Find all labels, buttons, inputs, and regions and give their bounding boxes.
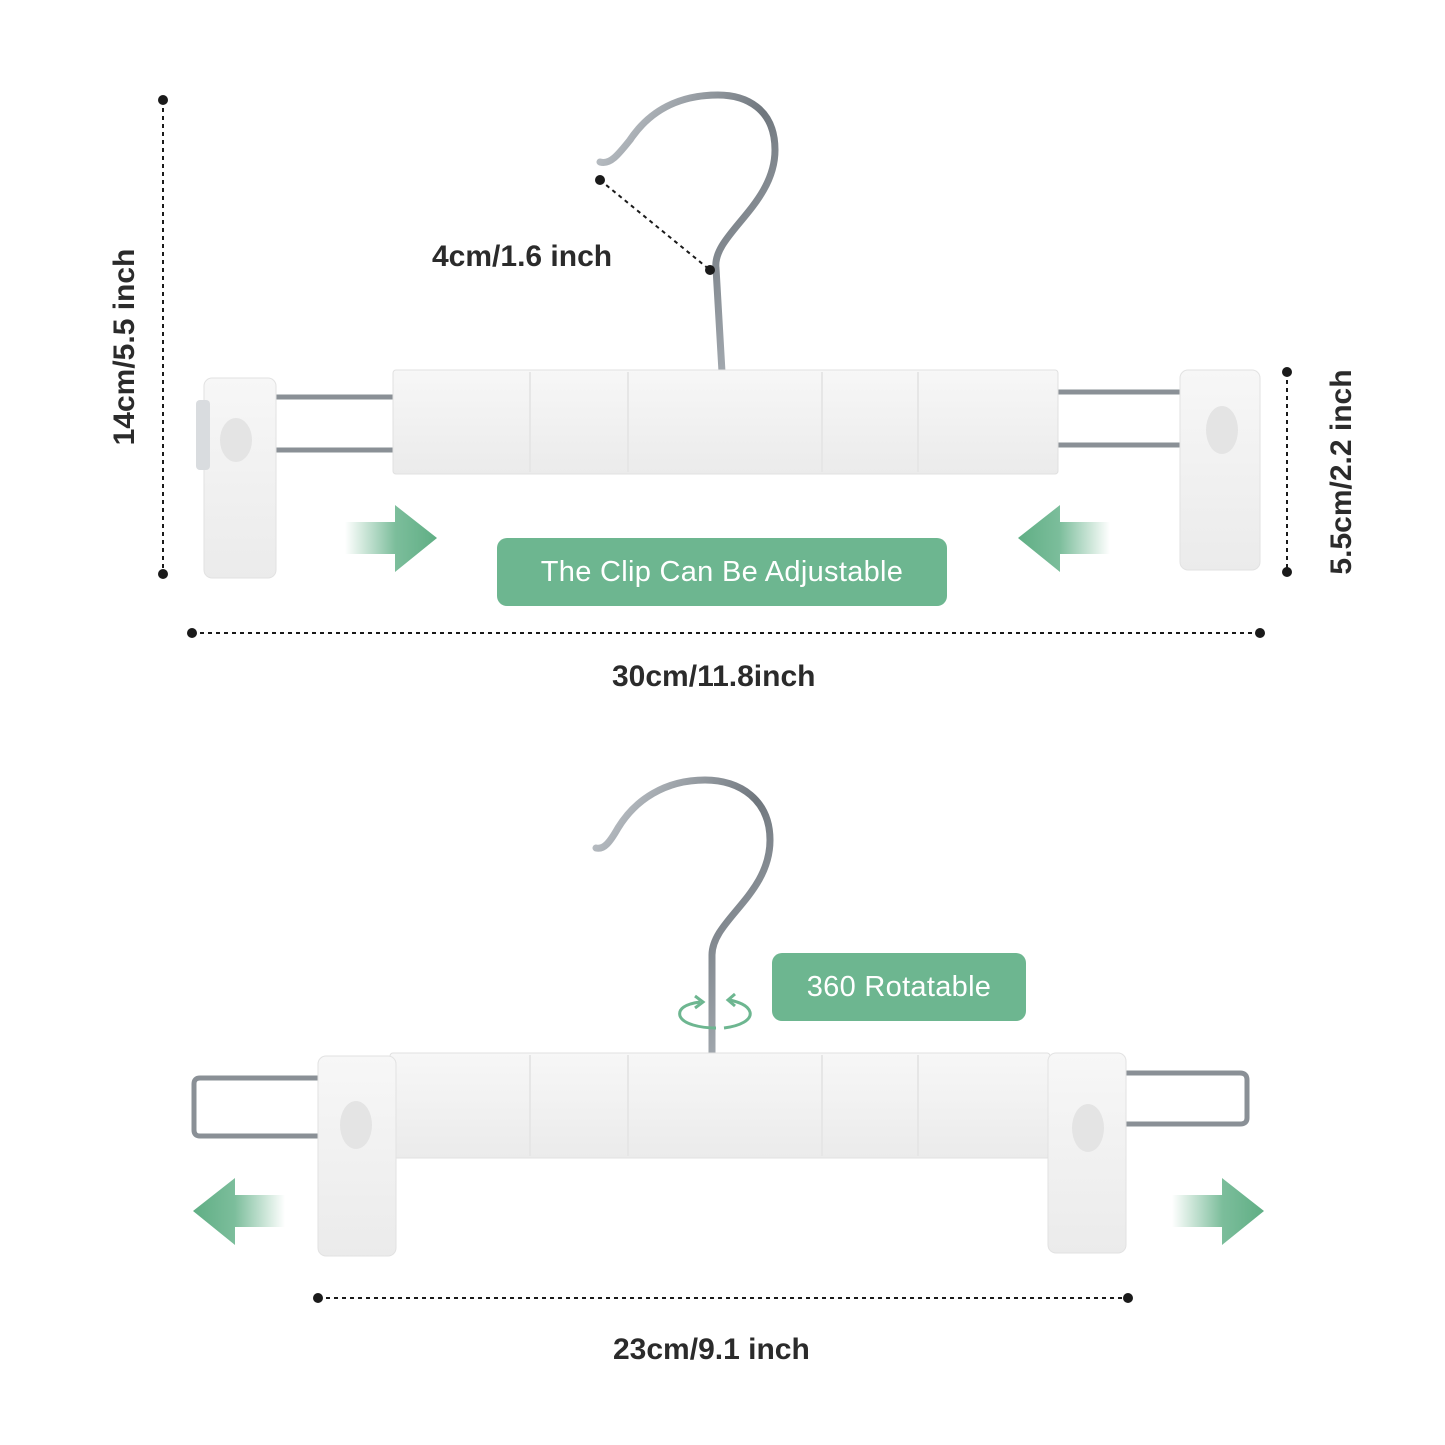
arrow-right-icon [345, 505, 437, 572]
arrow-left-icon [1018, 505, 1110, 572]
bottom-hanger-bar [389, 1052, 1051, 1159]
top-hanger [196, 91, 1261, 579]
rotatable-badge: 360 Rotatable [772, 953, 1026, 1021]
arrow-right-icon [1172, 1178, 1264, 1245]
bottom-hook [592, 776, 774, 1059]
hook-size-label: 4cm/1.6 inch [432, 240, 613, 273]
bottom-right-clip [1047, 1052, 1127, 1254]
adjustable-clip-badge: The Clip Can Be Adjustable [497, 538, 947, 606]
bottom-width-label: 23cm/9.1 inch [613, 1333, 810, 1366]
clip-height-label: 5.5cm/2.2 inch [1325, 369, 1358, 575]
bottom-hanger [191, 776, 1250, 1257]
top-right-clip [1179, 369, 1261, 571]
bottom-left-clip [317, 1055, 397, 1257]
top-hanger-bar [392, 369, 1059, 475]
arrow-left-icon [193, 1178, 285, 1245]
dimension-lines [158, 95, 1292, 1303]
top-left-clip [203, 377, 277, 579]
rotate-icon [678, 992, 752, 1030]
top-width-label: 30cm/11.8inch [612, 660, 816, 693]
height-label: 14cm/5.5 inch [108, 248, 141, 446]
top-hook [596, 91, 779, 376]
